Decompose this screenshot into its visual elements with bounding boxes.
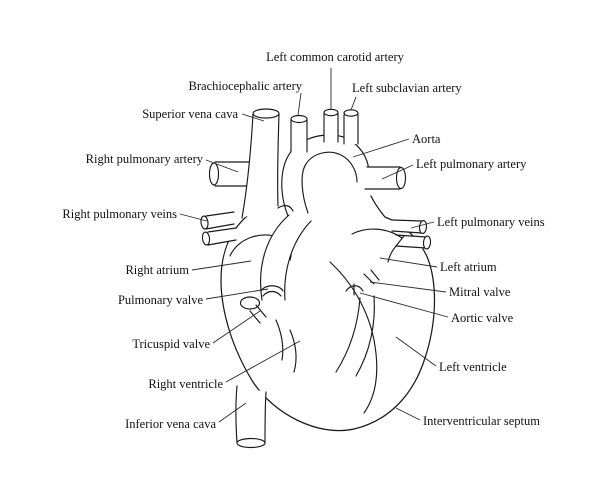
leader-brachiocephalic-artery bbox=[297, 92, 302, 116]
label-left-subclavian-artery: Left subclavian artery bbox=[352, 81, 462, 95]
aorta-vessel bbox=[281, 134, 370, 217]
callouts: Left common carotid artery Brachiocephal… bbox=[62, 50, 544, 431]
brachiocephalic-artery-vessel bbox=[290, 114, 308, 153]
left-common-carotid-artery-vessel bbox=[323, 108, 339, 143]
label-left-common-carotid-artery: Left common carotid artery bbox=[266, 50, 405, 64]
callout-right-pulmonary-veins: Right pulmonary veins bbox=[62, 207, 208, 222]
label-right-ventricle: Right ventricle bbox=[148, 377, 223, 391]
leader-right-atrium bbox=[191, 260, 252, 271]
label-left-ventricle: Left ventricle bbox=[439, 360, 507, 374]
leader-superior-vena-cava bbox=[241, 113, 265, 122]
atrial-appendage-oval bbox=[239, 296, 261, 310]
leader-left-atrium bbox=[379, 257, 438, 268]
leader-aortic-valve bbox=[359, 292, 449, 318]
label-right-pulmonary-veins: Right pulmonary veins bbox=[62, 207, 177, 221]
callout-right-atrium: Right atrium bbox=[125, 260, 252, 277]
interventricular-septum-line bbox=[329, 261, 378, 414]
label-aorta: Aorta bbox=[412, 132, 441, 146]
label-tricuspid-valve: Tricuspid valve bbox=[132, 337, 210, 351]
callout-right-ventricle: Right ventricle bbox=[148, 340, 301, 391]
leader-tricuspid-valve bbox=[212, 310, 261, 344]
callout-aortic-valve: Aortic valve bbox=[359, 292, 514, 325]
leader-pulmonary-valve bbox=[205, 288, 269, 300]
leader-inferior-vena-cava bbox=[218, 402, 247, 423]
tricuspid-valve-shape bbox=[255, 304, 267, 318]
label-inferior-vena-cava: Inferior vena cava bbox=[125, 417, 216, 431]
pulmonary-valve-shape bbox=[260, 285, 284, 292]
valve-details bbox=[239, 269, 380, 324]
callout-left-common-carotid-artery: Left common carotid artery bbox=[266, 50, 405, 109]
callout-aorta: Aorta bbox=[352, 132, 441, 158]
leader-aorta bbox=[352, 138, 410, 158]
leader-left-ventricle bbox=[395, 336, 437, 367]
label-brachiocephalic-artery: Brachiocephalic artery bbox=[189, 79, 303, 93]
callout-brachiocephalic-artery: Brachiocephalic artery bbox=[189, 79, 303, 116]
callout-right-pulmonary-artery: Right pulmonary artery bbox=[86, 152, 239, 173]
superior-vena-cava-vessel bbox=[241, 108, 294, 219]
leader-right-pulmonary-artery bbox=[205, 159, 239, 173]
callout-superior-vena-cava: Superior vena cava bbox=[142, 107, 265, 122]
callout-interventricular-septum: Interventricular septum bbox=[395, 407, 540, 428]
leader-left-pulmonary-artery bbox=[381, 164, 414, 180]
callout-inferior-vena-cava: Inferior vena cava bbox=[125, 402, 247, 431]
aortic-valve-shape bbox=[345, 285, 364, 292]
label-left-atrium: Left atrium bbox=[440, 260, 497, 274]
right-pulmonary-veins-vessel bbox=[200, 211, 237, 246]
label-superior-vena-cava: Superior vena cava bbox=[142, 107, 238, 121]
left-pulmonary-veins-vessel bbox=[391, 219, 432, 250]
label-left-pulmonary-veins: Left pulmonary veins bbox=[437, 215, 545, 229]
label-mitral-valve: Mitral valve bbox=[449, 285, 511, 299]
leader-left-subclavian-artery bbox=[350, 96, 357, 111]
label-right-atrium: Right atrium bbox=[125, 263, 189, 277]
callout-pulmonary-valve: Pulmonary valve bbox=[118, 288, 269, 307]
leader-right-ventricle bbox=[225, 340, 301, 383]
callout-left-atrium: Left atrium bbox=[379, 257, 497, 274]
callout-left-pulmonary-artery: Left pulmonary artery bbox=[381, 157, 527, 180]
callout-mitral-valve: Mitral valve bbox=[369, 281, 511, 299]
callout-left-pulmonary-veins: Left pulmonary veins bbox=[410, 215, 545, 229]
heart-illustration bbox=[200, 108, 436, 449]
leader-right-pulmonary-veins bbox=[179, 213, 208, 222]
leader-left-pulmonary-veins bbox=[410, 221, 435, 229]
label-right-pulmonary-artery: Right pulmonary artery bbox=[86, 152, 204, 166]
leader-interventricular-septum bbox=[395, 407, 421, 421]
callout-left-ventricle: Left ventricle bbox=[395, 336, 507, 374]
label-left-pulmonary-artery: Left pulmonary artery bbox=[416, 157, 527, 171]
callout-left-subclavian-artery: Left subclavian artery bbox=[350, 81, 462, 111]
label-interventricular-septum: Interventricular septum bbox=[423, 414, 540, 428]
callout-tricuspid-valve: Tricuspid valve bbox=[132, 310, 261, 351]
leader-mitral-valve bbox=[369, 281, 447, 293]
label-aortic-valve: Aortic valve bbox=[451, 311, 514, 325]
left-subclavian-artery-vessel bbox=[343, 109, 359, 145]
label-pulmonary-valve: Pulmonary valve bbox=[118, 293, 204, 307]
inferior-vena-cava-vessel bbox=[235, 385, 267, 449]
